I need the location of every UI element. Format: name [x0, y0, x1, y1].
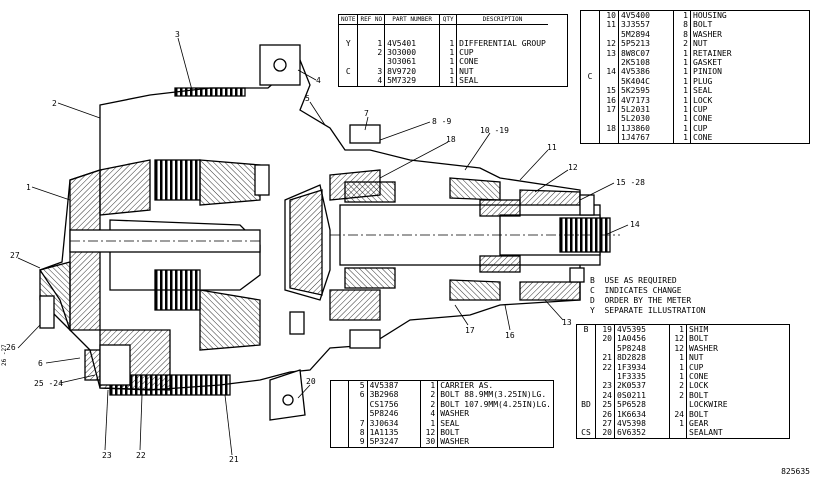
- parts-table-main: NOTE REF NO PART NUMBER QTY DESCRIPTION …: [338, 14, 568, 87]
- callout-5: 5: [305, 94, 310, 103]
- callout-20: 20: [306, 377, 316, 386]
- callout-15-28: 15 -28: [616, 178, 645, 187]
- callout-13: 13: [562, 318, 572, 327]
- callout-7: 7: [364, 109, 369, 118]
- callout-26: 26: [6, 343, 16, 352]
- note-c: C INDICATES CHANGE: [590, 286, 682, 295]
- callout-12: 12: [568, 163, 578, 172]
- figure-id: 825635: [781, 467, 810, 476]
- callout-21: 21: [229, 455, 239, 464]
- table-header-row: NOTE REF NO PART NUMBER QTY DESCRIPTION: [339, 15, 548, 25]
- callout-22: 22: [136, 451, 146, 460]
- note-y: Y SEPARATE ILLUSTRATION: [590, 306, 706, 315]
- header-ref: REF NO: [357, 15, 386, 25]
- differential-housing: [39, 44, 620, 421]
- callout-10-19: 10 -19: [480, 126, 509, 135]
- header-qty: QTY: [439, 15, 458, 25]
- callout-16: 16: [505, 331, 515, 340]
- callout-23: 23: [102, 451, 112, 460]
- callout-3: 3: [175, 30, 180, 39]
- callout-11: 11: [547, 143, 557, 152]
- callout-leaders: [17, 37, 629, 456]
- callout-14: 14: [630, 220, 640, 229]
- header-note: NOTE: [339, 15, 359, 25]
- header-part: PART NUMBER: [384, 15, 441, 25]
- note-b: B USE AS REQUIRED: [590, 276, 677, 285]
- note-d: D ORDER BY THE METER: [590, 296, 692, 305]
- callout-6: 6: [38, 359, 43, 368]
- header-desc: DESCRIPTION: [456, 15, 548, 25]
- callout-2: 2: [52, 99, 57, 108]
- callout-17: 17: [465, 326, 475, 335]
- callout-labels: 1 2 3 4 5 7 8 -9 18 10 -19 11 12 15 -28 …: [1, 30, 645, 464]
- callout-1: 1: [26, 183, 31, 192]
- callout-26-27: 26 -27: [1, 344, 8, 366]
- callout-27: 27: [10, 251, 20, 260]
- callout-8-9: 8 -9: [432, 117, 451, 126]
- callout-25-24: 25 -24: [34, 379, 63, 388]
- change-note: C: [581, 11, 600, 143]
- callout-18: 18: [446, 135, 456, 144]
- callout-4: 4: [316, 76, 321, 85]
